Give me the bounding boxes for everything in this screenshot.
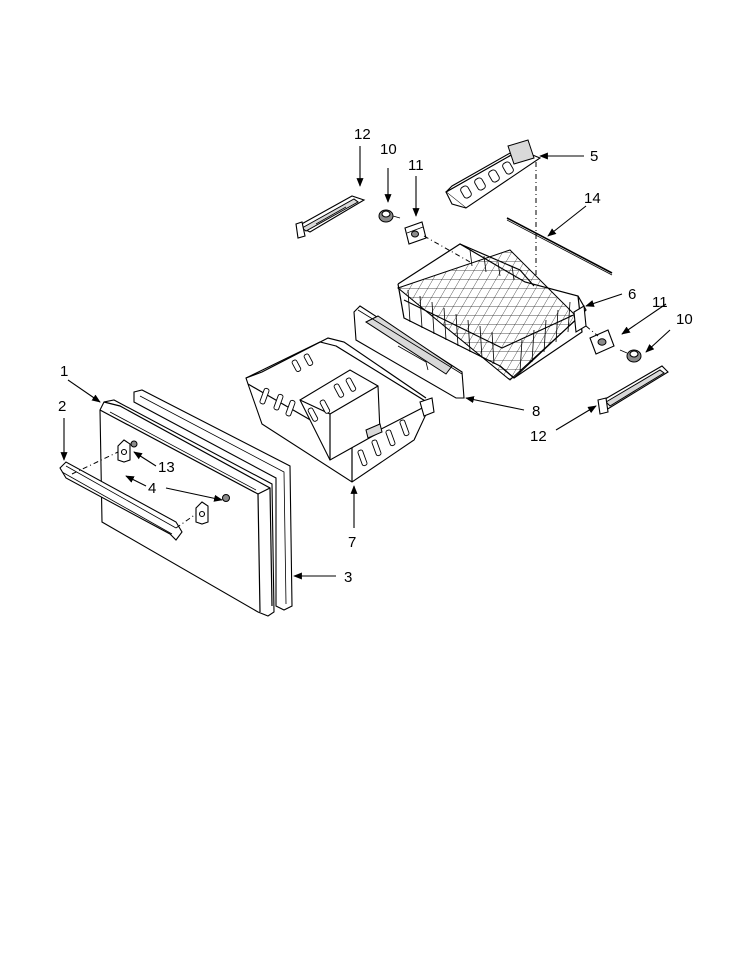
callout-1: 1: [60, 363, 68, 380]
slide-rail-lower: [597, 365, 669, 415]
freezer-door: [99, 399, 275, 617]
bracket-upper: [404, 221, 427, 245]
callout-12-upper: 12: [354, 126, 371, 143]
bracket-right: [589, 329, 615, 355]
slide-rail-upper: [295, 195, 366, 239]
callout-6: 6: [628, 286, 636, 303]
callout-8: 8: [532, 403, 540, 420]
door-handle: [59, 461, 183, 541]
connector-dash-right: [585, 325, 599, 337]
callout-11-upper: 11: [408, 157, 424, 174]
callout-11-right: 11: [652, 294, 668, 311]
basket-rod: [506, 217, 613, 276]
handle-mount-upper: [117, 439, 138, 463]
roller-right: [619, 349, 642, 363]
roller-upper: [378, 209, 401, 223]
callout-10-right: 10: [676, 311, 693, 328]
callout-4: 4: [148, 480, 156, 497]
leader-lines: [60, 146, 671, 580]
connector-dash-mount-lower: [175, 513, 197, 529]
callout-7: 7: [348, 534, 356, 551]
callout-13: 13: [158, 459, 175, 476]
drawer-gasket: [133, 389, 293, 611]
connector-dash-mount-upper: [71, 451, 119, 475]
callout-10-upper: 10: [380, 141, 397, 158]
callout-14: 14: [584, 190, 601, 207]
basket-divider: [445, 139, 542, 209]
front-trim-panel: [353, 305, 465, 399]
plastic-bin: [245, 337, 435, 483]
callout-2: 2: [58, 398, 66, 415]
wire-basket: [396, 243, 587, 381]
callout-12-lower: 12: [530, 428, 547, 445]
callout-3: 3: [344, 569, 352, 586]
callout-5: 5: [590, 148, 598, 165]
connector-dash-upper: [423, 235, 471, 263]
